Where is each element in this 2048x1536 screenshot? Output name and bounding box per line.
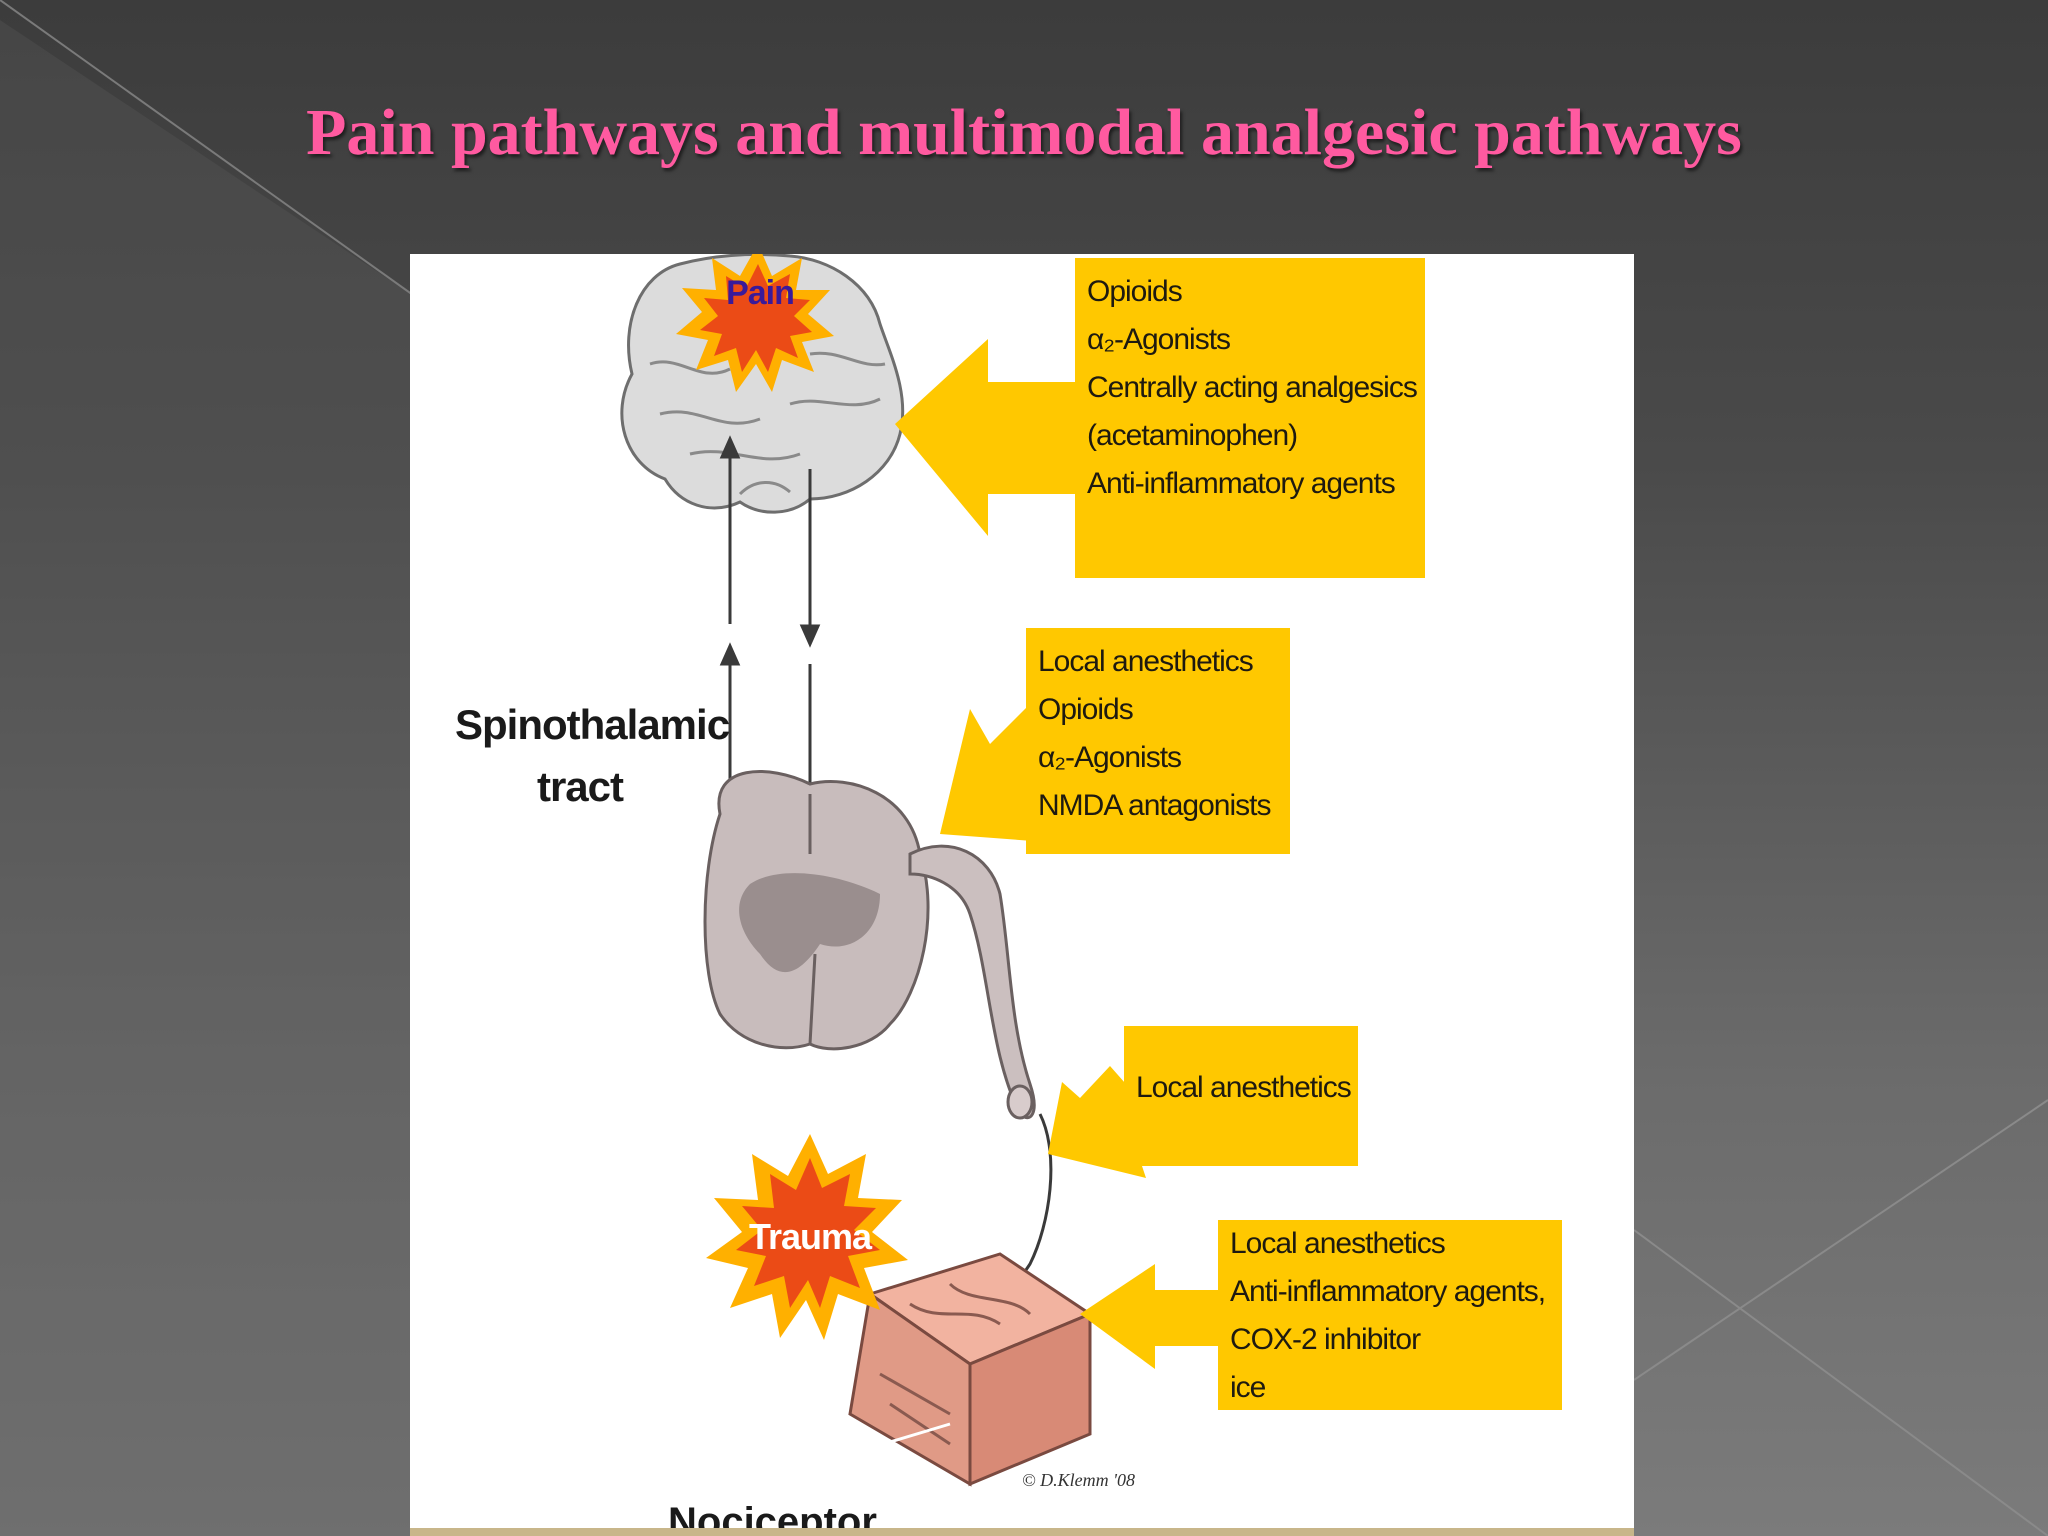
drug-item: NMDA antagonists	[1038, 789, 1271, 822]
tissue-illustration	[848, 1252, 1094, 1487]
drug-item: α₂-Agonists	[1087, 323, 1231, 356]
drug-item: Centrally acting analgesics	[1087, 371, 1418, 404]
illustration-credit: © D.Klemm '08	[1022, 1470, 1136, 1490]
slide-title: Pain pathways and multimodal analgesic p…	[306, 96, 1742, 169]
pain-label: Pain	[726, 274, 795, 312]
drug-item: Opioids	[1087, 275, 1183, 308]
spinal-cord-illustration	[703, 770, 1036, 1120]
drug-box-spinal-cord: Local anesthetics Opioids α₂-Agonists NM…	[1026, 628, 1290, 854]
pain-pathway-figure: Opioids α₂-Agonists Centrally acting ana…	[410, 254, 1634, 1536]
drug-item: α₂-Agonists	[1038, 741, 1182, 774]
pain-burst-icon	[676, 254, 834, 392]
drug-box-tissue: Local anesthetics Anti-inflammatory agen…	[1218, 1220, 1562, 1410]
drug-item: (acetaminophen)	[1087, 419, 1298, 452]
drug-item: COX-2 inhibitor	[1230, 1323, 1421, 1356]
tract-label-line: Spinothalamic	[455, 701, 730, 748]
tract-label-line: tract	[536, 763, 624, 810]
trauma-label: Trauma	[748, 1216, 872, 1257]
pathway-illustration	[620, 254, 1250, 1487]
drug-item: Local anesthetics	[1136, 1071, 1352, 1104]
arrow-to-tissue	[1080, 1264, 1250, 1369]
drug-box-nerve: Local anesthetics	[1124, 1026, 1358, 1166]
drug-item: Anti-inflammatory agents,	[1230, 1275, 1546, 1308]
drug-item: Local anesthetics	[1230, 1227, 1446, 1260]
drug-box-brain: Opioids α₂-Agonists Centrally acting ana…	[1075, 258, 1425, 578]
bottom-strip	[410, 1528, 1634, 1536]
trauma-burst-icon	[706, 1134, 908, 1340]
drug-item: Opioids	[1038, 693, 1134, 726]
spinothalamic-tract-label: Spinothalamic tract	[455, 694, 730, 818]
drug-item: ice	[1230, 1371, 1266, 1404]
drug-item: Anti-inflammatory agents	[1087, 467, 1396, 500]
arrow-to-brain	[895, 339, 1080, 536]
drug-item: Local anesthetics	[1038, 645, 1254, 678]
